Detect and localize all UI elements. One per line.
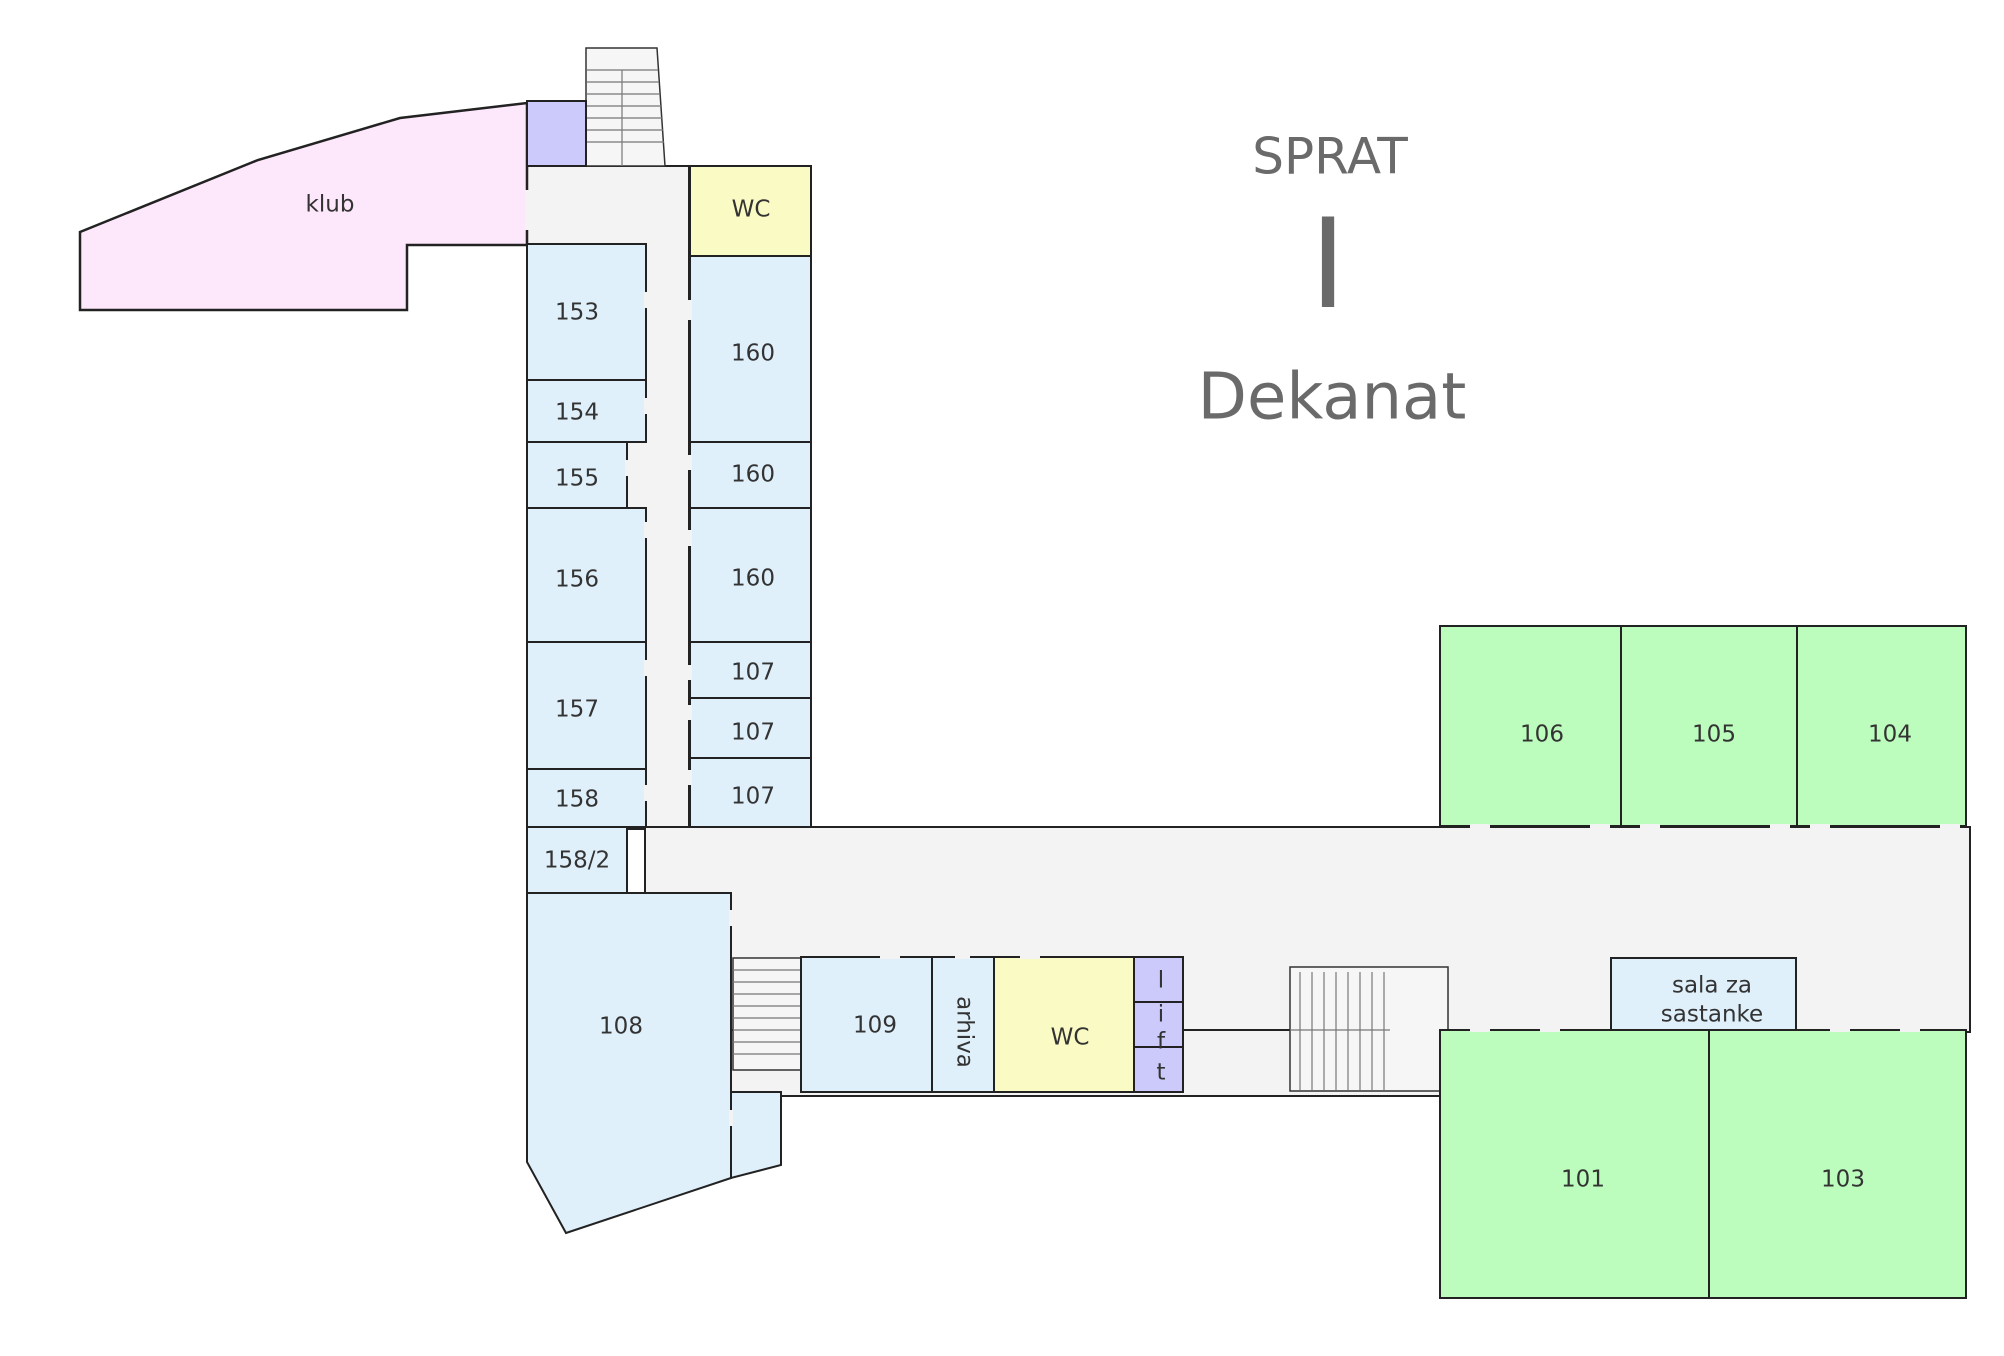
room-wc-top[interactable] xyxy=(689,165,812,257)
label-sala-line1: sala za xyxy=(1672,973,1752,999)
room-108[interactable] xyxy=(526,892,732,1235)
room-106[interactable] xyxy=(1439,625,1622,827)
label-105: 105 xyxy=(1692,722,1736,748)
room-103[interactable] xyxy=(1708,1029,1967,1299)
label-wc-top: WC xyxy=(732,197,771,223)
room-157[interactable] xyxy=(526,641,647,770)
room-104[interactable] xyxy=(1796,625,1967,827)
room-klub[interactable] xyxy=(78,101,529,312)
label-154: 154 xyxy=(555,400,599,426)
label-103: 103 xyxy=(1821,1167,1865,1193)
room-154[interactable] xyxy=(526,379,647,443)
room-storage-top[interactable] xyxy=(526,100,587,167)
label-lift-i: i xyxy=(1158,1002,1164,1028)
label-158: 158 xyxy=(555,787,599,813)
room-160-b[interactable] xyxy=(689,441,812,509)
label-108: 108 xyxy=(599,1014,643,1040)
label-153: 153 xyxy=(555,300,599,326)
label-160-b: 160 xyxy=(731,462,775,488)
room-160-a[interactable] xyxy=(689,255,812,443)
room-101[interactable] xyxy=(1439,1029,1710,1299)
label-arhiva: arhiva xyxy=(952,996,978,1068)
door-gaps xyxy=(525,190,1960,1126)
label-lift-t: t xyxy=(1156,1060,1165,1086)
label-wc-bottom: WC xyxy=(1051,1025,1090,1051)
room-108-annex[interactable] xyxy=(730,1091,782,1180)
room-158-2[interactable] xyxy=(526,826,628,894)
label-107-c: 107 xyxy=(731,784,775,810)
label-157: 157 xyxy=(555,697,599,723)
floor-subtitle: Dekanat xyxy=(1198,361,1467,435)
label-160-c: 160 xyxy=(731,566,775,592)
room-160-c[interactable] xyxy=(689,507,812,643)
lift-cell-3[interactable] xyxy=(1133,1046,1184,1093)
room-sala-za-sastanke[interactable] xyxy=(1610,957,1797,1032)
label-106: 106 xyxy=(1520,722,1564,748)
label-156: 156 xyxy=(555,567,599,593)
label-158-2: 158/2 xyxy=(544,848,610,874)
lift-cell-1[interactable] xyxy=(1133,956,1184,1003)
room-109[interactable] xyxy=(800,956,933,1093)
stairs-top xyxy=(585,47,666,167)
label-104: 104 xyxy=(1868,722,1912,748)
label-109: 109 xyxy=(853,1013,897,1039)
room-105[interactable] xyxy=(1620,625,1798,827)
label-lift-l: l xyxy=(1158,968,1164,994)
room-158[interactable] xyxy=(526,768,647,828)
label-lift-f: f xyxy=(1157,1029,1166,1055)
label-101: 101 xyxy=(1561,1167,1605,1193)
label-107-b: 107 xyxy=(731,720,775,746)
room-107-c[interactable] xyxy=(689,757,812,828)
label-160-a: 160 xyxy=(731,341,775,367)
label-107-a: 107 xyxy=(731,660,775,686)
label-155: 155 xyxy=(555,466,599,492)
room-wc-bottom[interactable] xyxy=(993,956,1135,1093)
stairs-middle xyxy=(732,957,802,1071)
label-sala-line2: sastanke xyxy=(1661,1002,1763,1028)
label-klub: klub xyxy=(306,192,355,218)
room-107-b[interactable] xyxy=(689,697,812,759)
room-arhiva[interactable] xyxy=(931,956,995,1093)
floor-number: I xyxy=(1310,193,1347,337)
floor-title: SPRAT xyxy=(1252,128,1408,186)
room-153[interactable] xyxy=(526,243,647,381)
stairs-east xyxy=(1289,966,1449,1092)
